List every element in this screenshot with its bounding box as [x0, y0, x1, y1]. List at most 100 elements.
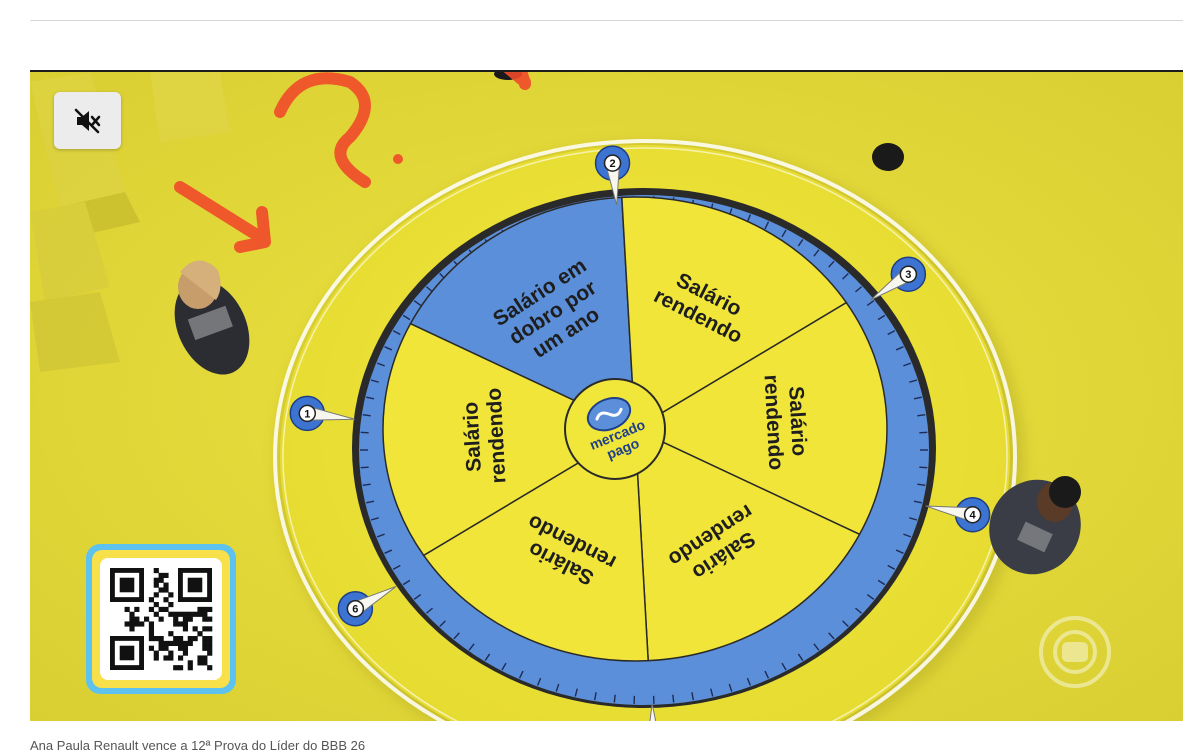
tick-mark: [362, 413, 371, 417]
tick-mark: [370, 517, 379, 521]
tick-mark: [919, 431, 928, 434]
wheel-pointer: 6: [337, 586, 397, 627]
tick-mark: [746, 214, 752, 223]
tick-mark: [613, 694, 616, 703]
tick-mark: [672, 694, 675, 703]
speaker-muted-icon: [74, 108, 100, 133]
tick-mark: [501, 662, 507, 671]
tick-mark: [797, 239, 804, 247]
tick-mark: [877, 314, 886, 321]
video-caption: Ana Paula Renault vence a 12ª Prova do L…: [30, 738, 366, 753]
tick-mark: [903, 533, 912, 538]
wheel-segment-label: Saláriorendendo: [760, 373, 812, 471]
tick-mark: [903, 362, 912, 367]
tick-mark: [370, 379, 379, 383]
tick-mark: [917, 413, 926, 417]
pointer-number: 4: [970, 510, 977, 522]
top-divider: [30, 20, 1183, 21]
pointer-number: 3: [905, 269, 911, 281]
wheel-segment: [634, 427, 861, 662]
tick-mark: [746, 677, 752, 686]
tick-mark: [376, 533, 385, 538]
contestant-left: [174, 260, 250, 375]
tick-mark: [764, 221, 770, 230]
wheel-pointers: 1 2 3 4 5 6: [289, 145, 991, 721]
tick-mark: [425, 607, 434, 614]
tick-mark: [913, 500, 922, 504]
tick-mark: [813, 643, 820, 651]
wheel-segment-label: Saláriorendendo: [459, 387, 511, 485]
contestant-right: [989, 476, 1081, 575]
wheel-segment: [621, 196, 848, 431]
wheel-pointer: 5: [649, 703, 657, 721]
tick-mark: [366, 396, 375, 400]
tick-mark: [392, 564, 401, 570]
tick-mark: [691, 692, 695, 701]
tick-mark: [887, 330, 896, 336]
tick-mark: [413, 300, 422, 306]
tick-mark: [895, 549, 904, 554]
tick-mark: [439, 620, 446, 627]
tick-mark: [362, 483, 371, 487]
tick-mark: [828, 632, 835, 640]
video-frame: Salário emdobro porum anoSaláriorendendo…: [30, 72, 1183, 721]
tick-mark: [376, 362, 385, 367]
pointer-number: 1: [304, 408, 310, 420]
wheel-pointer: 2: [594, 145, 631, 206]
tick-mark: [828, 260, 835, 268]
qr-code-overlay[interactable]: [86, 544, 236, 694]
tick-mark: [895, 346, 904, 351]
pointer-number: 6: [352, 604, 358, 616]
tick-mark: [877, 579, 886, 586]
tick-mark: [781, 229, 787, 238]
tick-mark: [593, 692, 597, 701]
tick-mark: [555, 683, 560, 692]
wheel-segment: [422, 427, 649, 662]
tick-mark: [518, 670, 524, 679]
tick-mark: [854, 607, 863, 614]
annotation-marks: [174, 72, 531, 253]
tick-mark: [384, 346, 393, 351]
globo-logo: [1039, 616, 1111, 688]
tick-mark: [360, 466, 369, 469]
tick-mark: [781, 662, 787, 671]
wheel-segment: [409, 196, 636, 431]
mercado-pago-hub: mercado pago: [564, 378, 666, 480]
tick-mark: [384, 549, 393, 554]
wheel-segment: [633, 301, 888, 536]
tick-mark: [402, 579, 411, 586]
tick-mark: [468, 643, 475, 651]
qr-code-icon: [110, 568, 213, 671]
tick-mark: [366, 500, 375, 504]
question-mark-annotation: [274, 72, 371, 188]
tick-mark: [574, 688, 578, 697]
wheel-segment: [382, 322, 637, 557]
tick-mark: [866, 594, 875, 600]
tick-mark: [854, 286, 863, 293]
tick-mark: [402, 314, 411, 321]
tick-mark: [866, 300, 875, 306]
tick-mark: [909, 517, 918, 521]
tick-mark: [413, 594, 422, 600]
arrow-annotation-left: [174, 181, 271, 253]
wheel-pointer: 1: [289, 395, 355, 432]
pointer-number: 2: [609, 158, 615, 170]
tick-mark: [919, 466, 928, 469]
tick-mark: [453, 632, 460, 640]
contestant-top-right: [872, 143, 904, 171]
tick-mark: [842, 620, 849, 627]
tick-mark: [764, 670, 770, 679]
tick-mark: [797, 653, 804, 661]
tick-mark: [536, 677, 542, 686]
tick-mark: [710, 688, 714, 697]
tick-mark: [909, 379, 918, 383]
tick-mark: [887, 564, 896, 570]
tick-mark: [813, 249, 820, 257]
tick-mark: [917, 483, 926, 487]
tick-mark: [484, 653, 491, 661]
tick-mark: [842, 273, 849, 280]
mute-button[interactable]: [54, 92, 121, 149]
arrow-annotation-top: [503, 72, 531, 90]
tick-mark: [392, 330, 401, 336]
